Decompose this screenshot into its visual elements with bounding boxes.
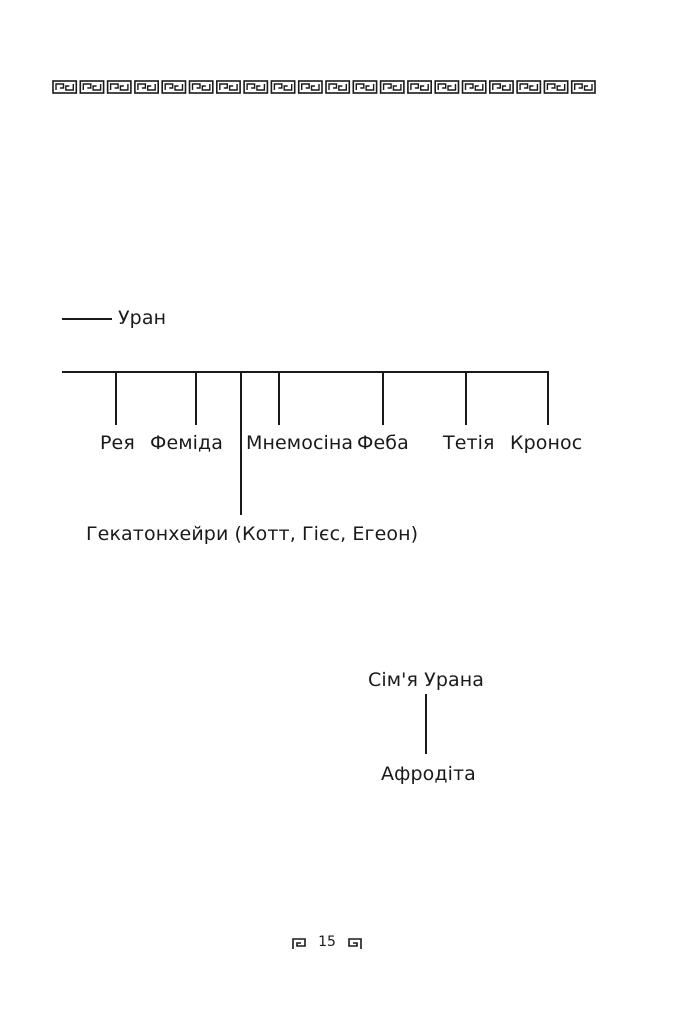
connector-femida <box>195 372 197 425</box>
greek-key-icon <box>297 80 323 94</box>
tree-root-uran: Уран <box>118 307 167 329</box>
greek-key-icon <box>134 80 160 94</box>
greek-key-icon <box>407 80 432 94</box>
greek-key-border <box>52 80 596 94</box>
subtree-connector <box>425 694 427 754</box>
greek-key-icon <box>216 80 241 94</box>
greek-key-icon <box>292 938 306 949</box>
page-footer: 15 <box>292 932 362 954</box>
greek-key-icon <box>52 80 78 94</box>
greek-key-icon <box>161 80 187 94</box>
greek-key-icon <box>352 80 378 94</box>
tree-node-hekatonkheiry: Гекатонхейри (Котт, Гієс, Егеон) <box>86 523 419 545</box>
greek-key-icon <box>270 80 296 94</box>
tree-node-mnemosina: Мнемосіна <box>246 432 354 454</box>
page-number: 15 <box>318 934 336 950</box>
greek-key-icon <box>379 80 405 94</box>
connector-mnemosina <box>278 372 280 425</box>
greek-key-icon <box>488 80 514 94</box>
subtree-parent-simia-urana: Сім'я Урана <box>368 669 485 691</box>
connector-tetiia <box>465 372 467 425</box>
tree-node-kronos: Кронос <box>510 432 583 454</box>
greek-key-icon <box>325 80 351 94</box>
tree-node-tetiia: Тетія <box>443 432 495 454</box>
connector-kronos <box>547 372 549 425</box>
tree-node-femida: Феміда <box>150 432 224 454</box>
tree-node-feba: Феба <box>357 432 409 454</box>
root-connector-line <box>62 318 112 320</box>
greek-key-icon <box>516 80 542 94</box>
greek-key-icon <box>348 938 362 949</box>
connector-reia <box>115 372 117 425</box>
connector-feba <box>382 372 384 425</box>
greek-key-icon <box>188 80 214 94</box>
connector-hekatonkheiry <box>240 372 242 515</box>
greek-key-icon <box>461 80 487 94</box>
greek-key-icon <box>570 80 596 94</box>
greek-key-icon <box>79 80 105 94</box>
greek-key-icon <box>543 80 569 94</box>
greek-key-icon <box>243 80 269 94</box>
subtree-child-afrodita: Афродіта <box>381 763 476 785</box>
tree-node-reia: Рея <box>100 432 135 454</box>
greek-key-icon <box>106 80 132 94</box>
children-bus-line <box>62 371 549 373</box>
greek-key-icon <box>434 80 460 94</box>
